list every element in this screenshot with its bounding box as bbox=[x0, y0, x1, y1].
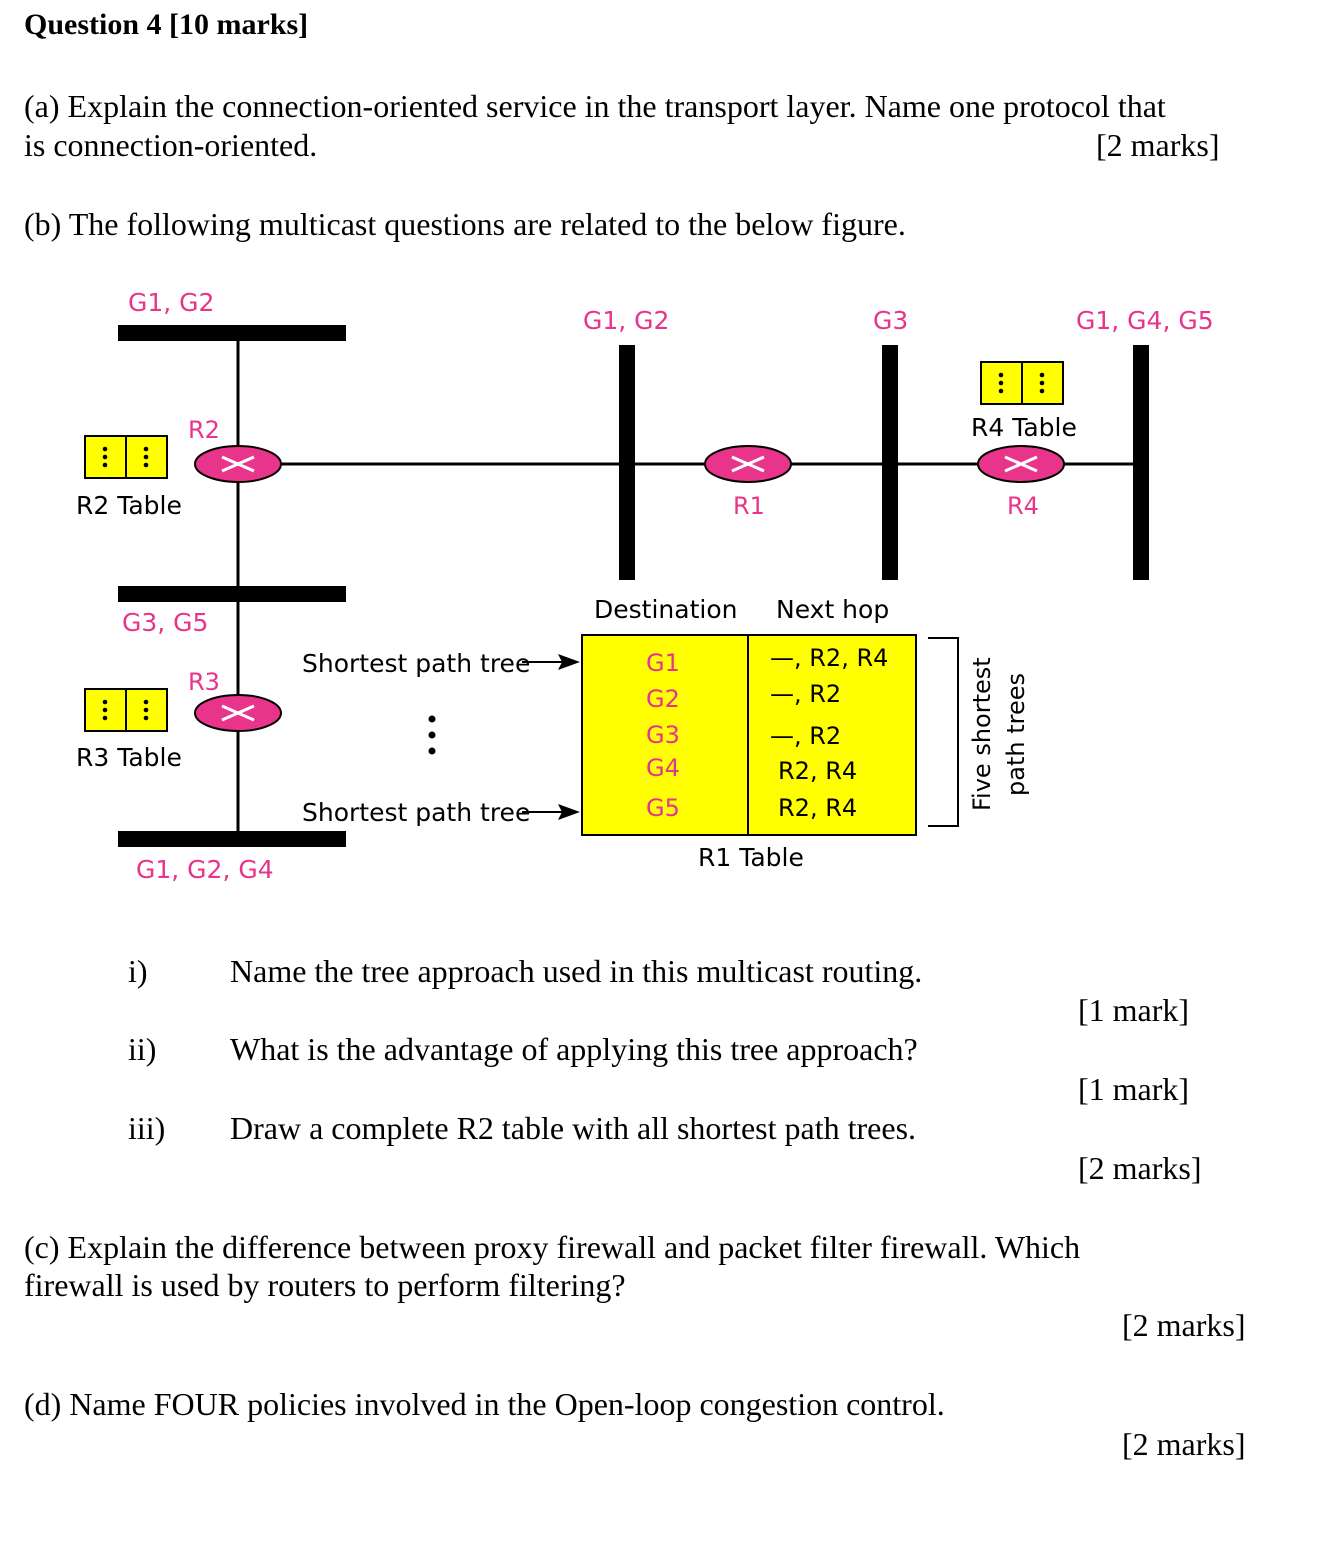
five-trees-label-line1: Five shortest bbox=[968, 657, 996, 811]
subq-num-1: i) bbox=[128, 953, 148, 989]
r1-row-hop: R2, R4 bbox=[778, 757, 857, 785]
r1-header-next-hop: Next hop bbox=[776, 595, 889, 624]
spt-arrow-bottom-head bbox=[558, 804, 580, 820]
five-trees-bracket bbox=[928, 637, 959, 827]
part-c-line1: (c) Explain the difference between proxy… bbox=[24, 1229, 1081, 1265]
router-label-r4: R4 bbox=[1007, 492, 1039, 520]
router-r2 bbox=[194, 445, 282, 483]
lan-bottom-left bbox=[118, 831, 346, 847]
lan-top-left bbox=[118, 325, 346, 341]
router-r1 bbox=[704, 445, 792, 483]
router-label-r1: R1 bbox=[733, 492, 765, 520]
part-a-marks: [2 marks] bbox=[1096, 127, 1220, 163]
multicast-figure: G1, G2 G3, G5 G1, G2, G4 G1, G2 G3 G1, G… bbox=[76, 288, 1214, 884]
group-label-right: G1, G4, G5 bbox=[1076, 306, 1214, 335]
r1-row-dest: G5 bbox=[646, 794, 680, 822]
router-label-r3: R3 bbox=[188, 668, 220, 696]
r1-header-destination: Destination bbox=[594, 595, 737, 624]
r1-row-dest: G1 bbox=[646, 649, 680, 677]
part-d-line1: (d) Name FOUR policies involved in the O… bbox=[24, 1386, 945, 1422]
ellipsis-dot bbox=[428, 747, 436, 755]
r1-row-hop: R2, R4 bbox=[778, 794, 857, 822]
five-trees-label-line2: path trees bbox=[1002, 673, 1030, 796]
part-a-line2: is connection-oriented. bbox=[24, 127, 318, 163]
r1-row-hop: —, R2 bbox=[770, 722, 841, 750]
r1-row-hop: —, R2, R4 bbox=[770, 644, 888, 672]
r1-row-hop: —, R2 bbox=[770, 680, 841, 708]
part-b-intro: (b) The following multicast questions ar… bbox=[24, 206, 906, 242]
subq-num-2: ii) bbox=[128, 1031, 157, 1067]
part-c-marks: [2 marks] bbox=[1122, 1307, 1246, 1343]
r1-row-dest: G3 bbox=[646, 721, 680, 749]
subq-marks-3: [2 marks] bbox=[1078, 1150, 1202, 1186]
r2-table-label: R2 Table bbox=[76, 491, 182, 520]
subq-num-3: iii) bbox=[128, 1110, 166, 1146]
group-label-middle-left: G3, G5 bbox=[122, 608, 208, 637]
r1-row-dest: G2 bbox=[646, 685, 680, 713]
ellipsis-dot bbox=[428, 731, 436, 739]
r1-row-dest: G4 bbox=[646, 754, 680, 782]
router-r4 bbox=[977, 445, 1065, 483]
part-c-line2: firewall is used by routers to perform f… bbox=[24, 1267, 626, 1303]
part-a-line1: (a) Explain the connection-oriented serv… bbox=[24, 88, 1166, 124]
r3-table-label: R3 Table bbox=[76, 743, 182, 772]
spt-label-bottom: Shortest path tree bbox=[302, 798, 530, 827]
spt-label-top: Shortest path tree bbox=[302, 649, 530, 678]
group-label-top-left: G1, G2 bbox=[128, 288, 214, 317]
subq-text-2: What is the advantage of applying this t… bbox=[230, 1031, 918, 1067]
subq-marks-2: [1 mark] bbox=[1078, 1071, 1190, 1107]
r3-small-table bbox=[84, 688, 168, 732]
subq-text-1: Name the tree approach used in this mult… bbox=[230, 953, 923, 989]
ellipsis-dot bbox=[428, 715, 436, 723]
r1-table-caption: R1 Table bbox=[698, 843, 804, 872]
subq-marks-1: [1 mark] bbox=[1078, 992, 1190, 1028]
lan-middle-left bbox=[118, 586, 346, 602]
lan-right bbox=[1133, 345, 1149, 580]
group-label-bottom-left: G1, G2, G4 bbox=[136, 855, 274, 884]
group-label-center: G1, G2 bbox=[583, 306, 669, 335]
group-label-g3: G3 bbox=[873, 306, 908, 335]
spt-arrow-top-head bbox=[558, 654, 580, 670]
r2-small-table bbox=[84, 435, 168, 479]
router-label-r2: R2 bbox=[188, 416, 220, 444]
r1-table bbox=[581, 634, 917, 836]
router-r3 bbox=[194, 694, 282, 732]
r4-table-label: R4 Table bbox=[971, 413, 1077, 442]
question-title: Question 4 [10 marks] bbox=[24, 8, 309, 41]
part-d-marks: [2 marks] bbox=[1122, 1426, 1246, 1462]
subq-text-3: Draw a complete R2 table with all shorte… bbox=[230, 1110, 917, 1146]
r4-small-table bbox=[980, 361, 1064, 405]
